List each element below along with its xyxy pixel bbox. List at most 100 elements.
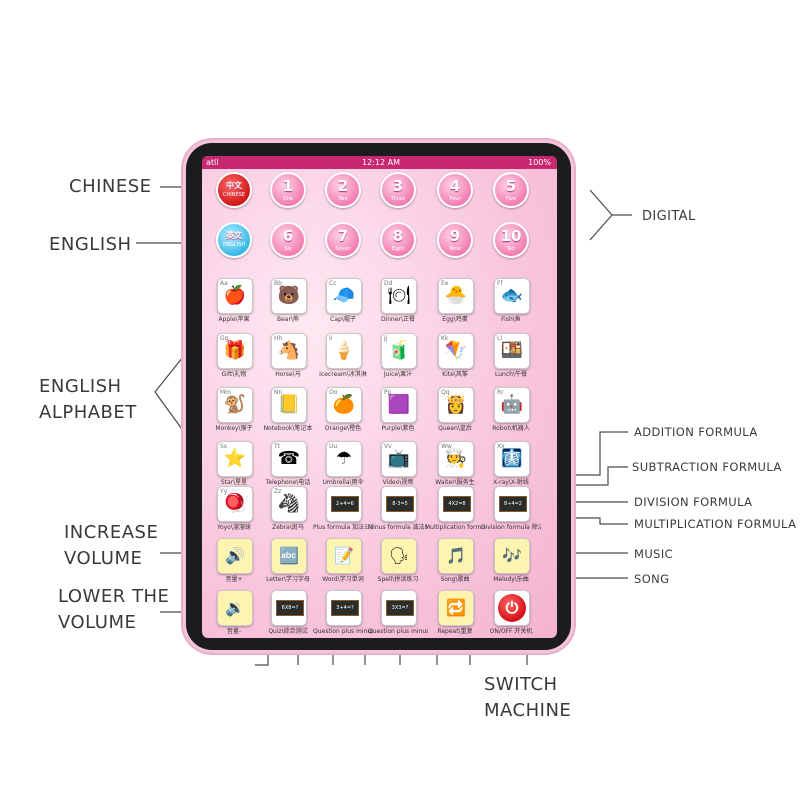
- button-number: 3: [392, 177, 404, 195]
- grid-tile[interactable]: 🔁: [438, 590, 474, 626]
- grid-tile[interactable]: ⏻: [494, 590, 530, 626]
- tile-label: Monkey\猴子: [215, 425, 253, 432]
- grid-tile[interactable]: Ee🐣: [438, 278, 474, 314]
- tile-picture-icon: 🟪: [387, 394, 411, 415]
- tile-label: Multiplication formula 乘法公式: [425, 524, 485, 531]
- grid-tile[interactable]: Kk🪁: [438, 333, 474, 369]
- tile-label: Song\歌曲: [440, 576, 470, 583]
- button-word: Six: [284, 246, 292, 252]
- tile-picture-icon: 🍊: [332, 394, 356, 415]
- button-number: 2: [337, 177, 349, 195]
- tile-label: Waiter\服务生: [435, 479, 475, 486]
- tile-label: X-ray\X-射线: [493, 479, 529, 486]
- tile-label: Zebra\斑马: [272, 524, 304, 531]
- tile-letter: Nn: [274, 389, 283, 396]
- callout-music: MUSIC: [634, 547, 674, 561]
- grid-tile[interactable]: Uu☂: [326, 441, 362, 477]
- tile-letter: Tt: [274, 443, 281, 450]
- tile-label: Melody\乐曲: [493, 576, 529, 583]
- grid-tile[interactable]: Vv📺: [381, 441, 417, 477]
- tile-picture-icon: 📺: [387, 448, 411, 469]
- callout-lower-volume-line1: LOWER THE: [58, 586, 170, 607]
- grid-tile[interactable]: 8-3=5: [381, 486, 417, 522]
- tile-label: Yoyo\溜溜球: [217, 524, 251, 531]
- tile-picture-icon: 🎶: [502, 546, 522, 565]
- grid-tile[interactable]: Ff🐟: [494, 278, 530, 314]
- grid-tile[interactable]: 8÷4=2: [494, 486, 530, 522]
- grid-tile[interactable]: Mm🐒: [217, 387, 253, 423]
- grid-tile[interactable]: Qq👸: [438, 387, 474, 423]
- chalkboard-formula: 6X8=?: [276, 600, 304, 616]
- tile-label: Dinner\正餐: [380, 316, 416, 323]
- grid-tile[interactable]: 🗣: [381, 538, 417, 574]
- tile-picture-icon: 📒: [277, 394, 301, 415]
- grid-tile[interactable]: Bb🐻: [271, 278, 307, 314]
- tile-letter: Pp: [384, 389, 392, 396]
- callout-english-alphabet-line2: ALPHABET: [39, 402, 137, 423]
- tile-picture-icon: 🍽: [387, 285, 411, 306]
- grid-tile[interactable]: Oo🍊: [326, 387, 362, 423]
- grid-tile[interactable]: 🔉: [217, 590, 253, 626]
- grid-tile[interactable]: Yy🪀: [217, 486, 253, 522]
- grid-tile[interactable]: Xx🩻: [494, 441, 530, 477]
- grid-tile[interactable]: Cc🧢: [326, 278, 362, 314]
- grid-tile[interactable]: Jj🧃: [381, 333, 417, 369]
- signal-indicator: atll: [206, 158, 219, 167]
- grid-tile[interactable]: 2+4=6: [326, 486, 362, 522]
- grid-tile[interactable]: 🔤: [271, 538, 307, 574]
- grid-tile[interactable]: Ll🍱: [494, 333, 530, 369]
- grid-tile[interactable]: Gg🎁: [217, 333, 253, 369]
- tile-label: 音量+: [225, 576, 243, 583]
- grid-tile[interactable]: Zz🦓: [271, 486, 307, 522]
- grid-tile[interactable]: 🎵: [438, 538, 474, 574]
- grid-tile[interactable]: Nn📒: [271, 387, 307, 423]
- grid-tile[interactable]: 3+4=?: [326, 590, 362, 626]
- grid-tile[interactable]: Tt☎: [271, 441, 307, 477]
- tile-letter: Oo: [329, 389, 338, 396]
- grid-tile[interactable]: 📝: [326, 538, 362, 574]
- button-number: 4: [449, 177, 461, 195]
- tile-picture-icon: 🔁: [446, 598, 466, 617]
- callout-digital: DIGITAL: [642, 209, 696, 224]
- button-number: 9: [449, 227, 461, 245]
- grid-tile[interactable]: 🔊: [217, 538, 253, 574]
- tile-letter: Uu: [329, 443, 338, 450]
- tile-picture-icon: 📝: [334, 546, 354, 565]
- grid-tile[interactable]: 4X2=8: [438, 486, 474, 522]
- grid-tile[interactable]: Ii🍦: [326, 333, 362, 369]
- tile-picture-icon: ☎: [277, 448, 301, 469]
- tile-letter: Ww: [441, 443, 452, 450]
- grid-tile[interactable]: Dd🍽: [381, 278, 417, 314]
- grid-tile[interactable]: 🎶: [494, 538, 530, 574]
- grid-tile[interactable]: Pp🟪: [381, 387, 417, 423]
- tile-letter: Ee: [441, 280, 449, 287]
- callout-addition-formula: ADDITION FORMULA: [634, 425, 758, 439]
- tile-picture-icon: 🔉: [225, 598, 245, 617]
- callout-increase-volume-line2: VOLUME: [64, 548, 143, 569]
- grid-tile[interactable]: Rr🤖: [494, 387, 530, 423]
- tile-letter: Rr: [497, 389, 504, 396]
- grid-tile[interactable]: Ww🧑‍🍳: [438, 441, 474, 477]
- grid-tile[interactable]: 3X3=?: [381, 590, 417, 626]
- grid-tile[interactable]: Hh🐴: [271, 333, 307, 369]
- tile-picture-icon: 🦓: [277, 493, 301, 514]
- grid-tile[interactable]: Aa🍎: [217, 278, 253, 314]
- chalkboard-formula: 2+4=6: [331, 496, 359, 512]
- tile-label: Robot\机器人: [492, 425, 530, 432]
- grid-tile[interactable]: Ss⭐: [217, 441, 253, 477]
- tile-label: Purple\紫色: [381, 425, 415, 432]
- grid-tile[interactable]: 6X8=?: [271, 590, 307, 626]
- tile-letter: Ss: [220, 443, 227, 450]
